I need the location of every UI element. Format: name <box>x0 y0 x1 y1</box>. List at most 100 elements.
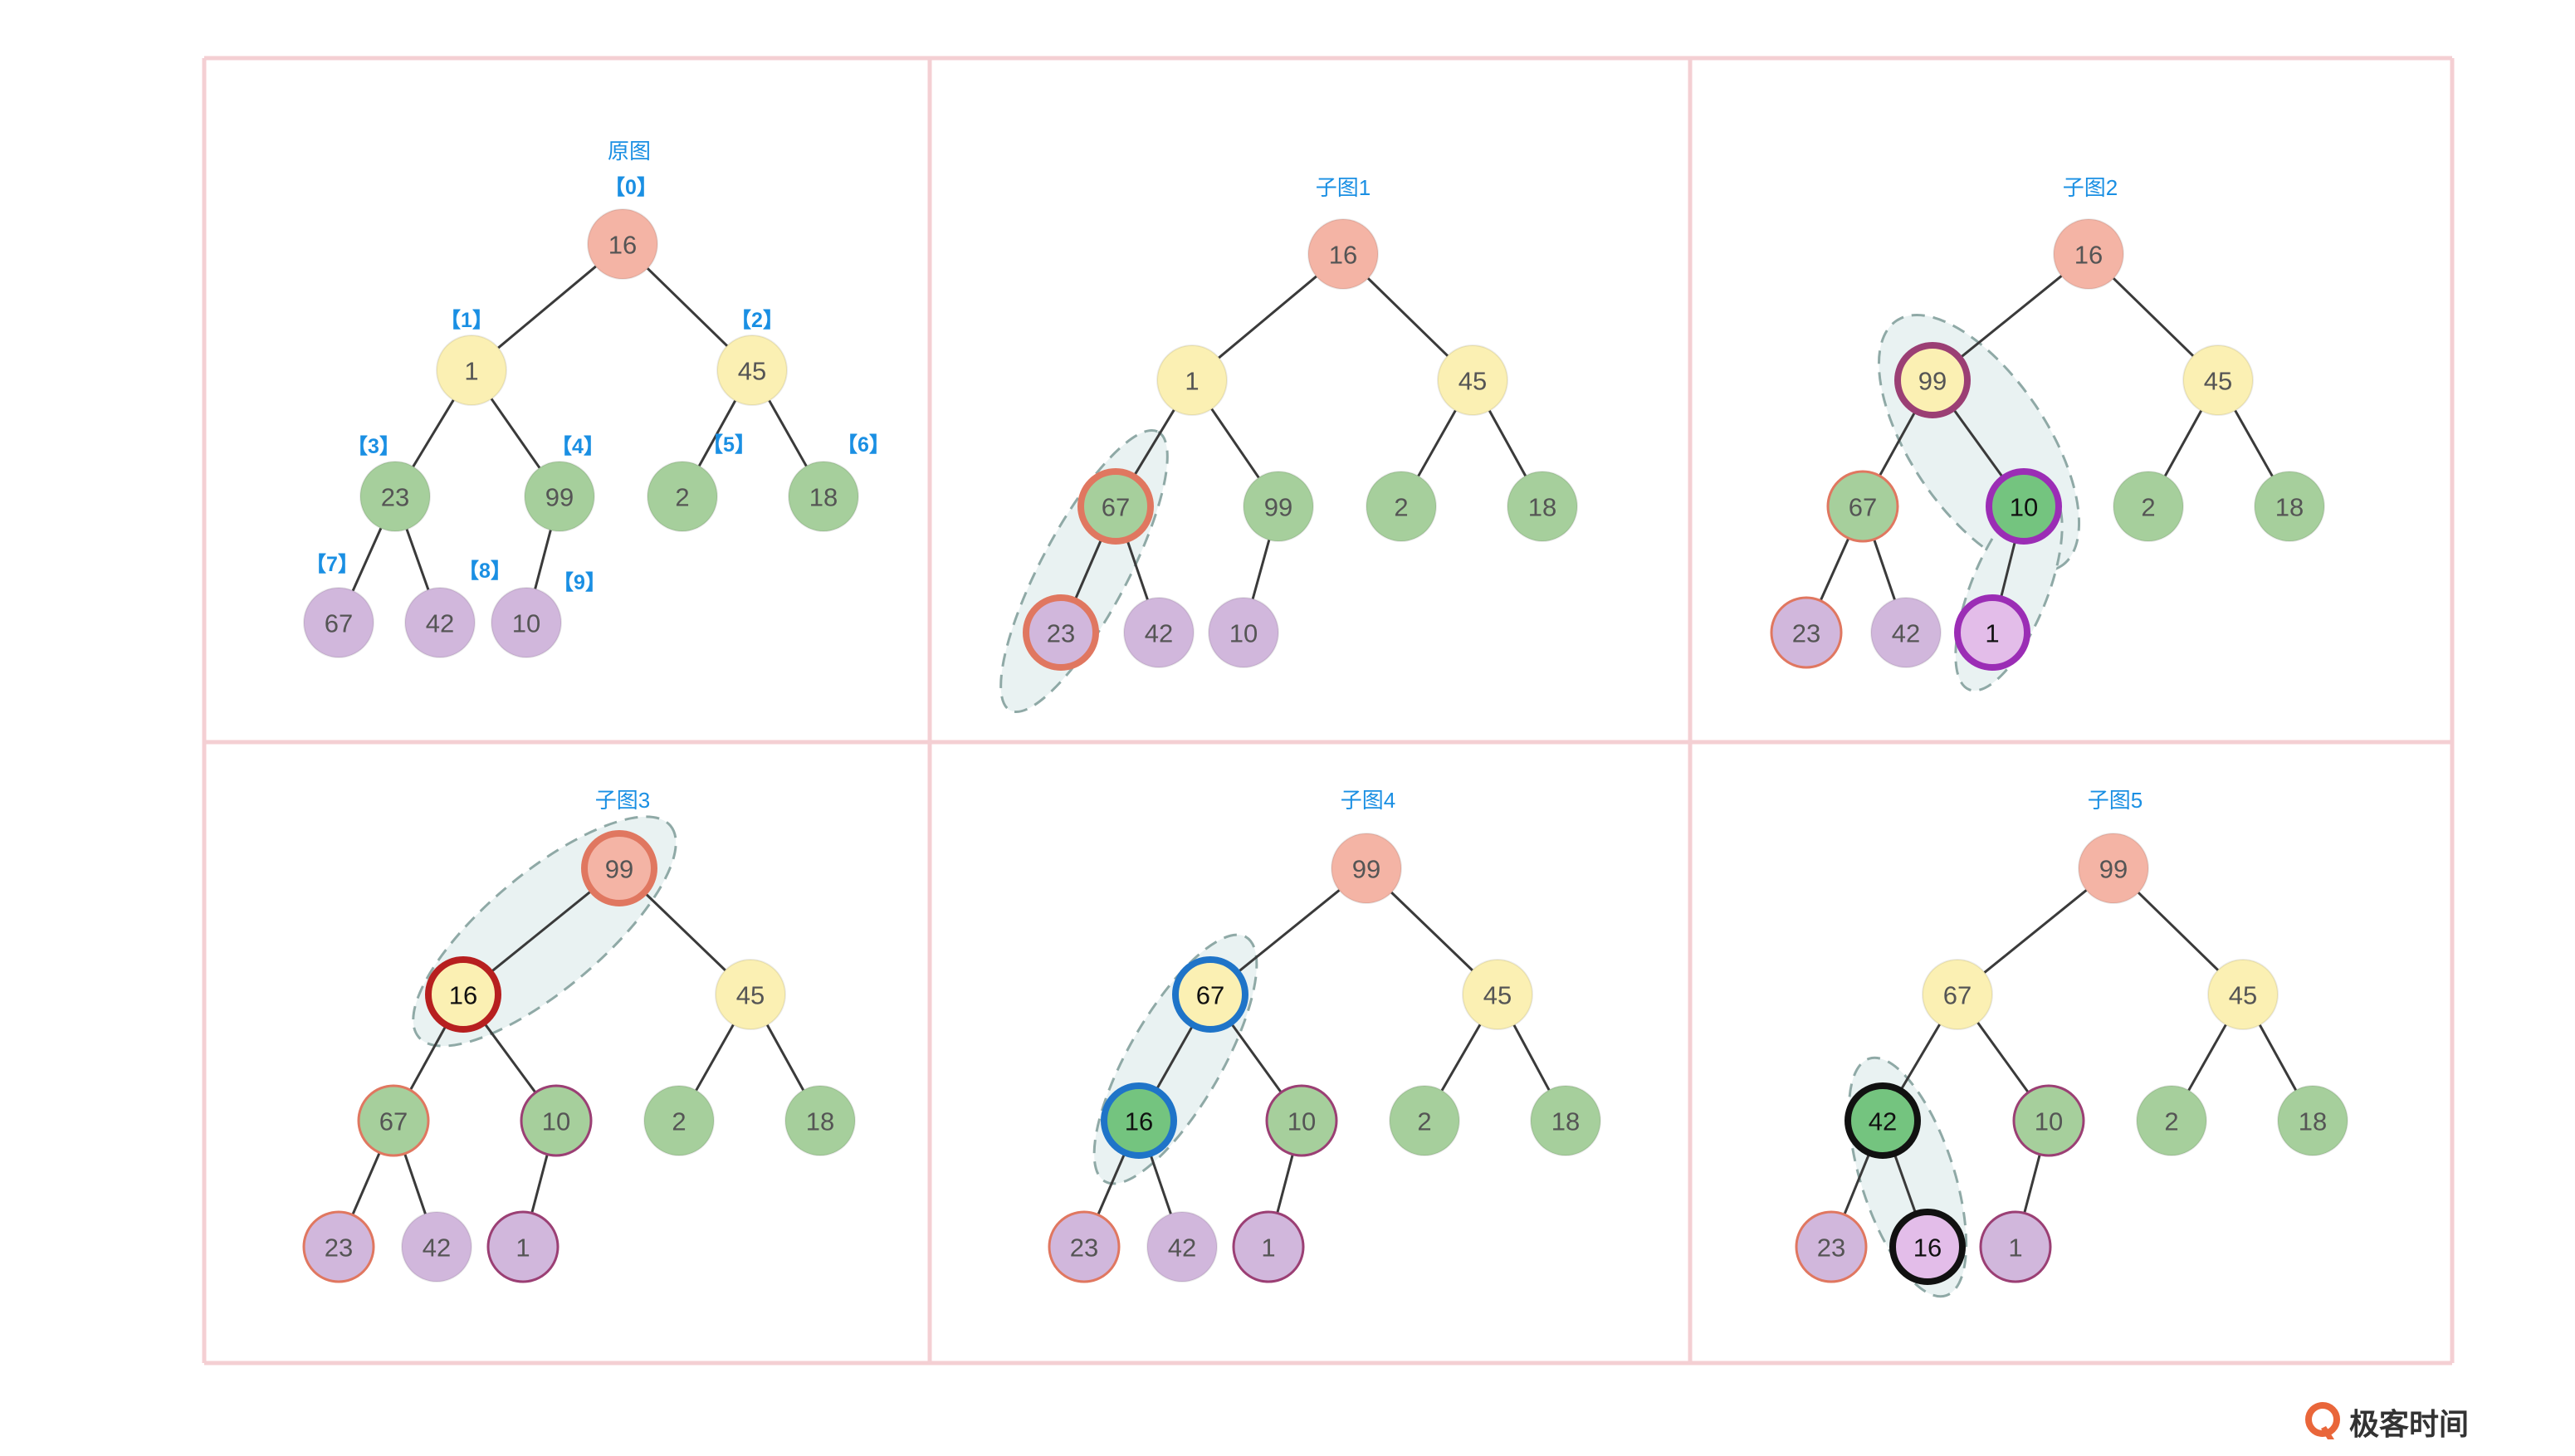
heap-node: 16 <box>1889 1209 1966 1285</box>
node-circle <box>425 956 501 1033</box>
node-value: 2 <box>1394 493 1408 522</box>
node-value: 23 <box>381 483 409 512</box>
heap-node: 16 <box>2053 218 2124 290</box>
node-circle <box>1507 471 1578 542</box>
node-value: 99 <box>545 483 574 512</box>
tree-edge <box>1512 1024 1551 1091</box>
tree-edge <box>1390 892 1473 971</box>
heap-node: 23 【3】 <box>347 435 431 532</box>
node-value: 23 <box>1070 1234 1098 1263</box>
heap-node: 2 <box>643 1085 715 1156</box>
heap-node: 42 <box>1146 1211 1218 1283</box>
node-circle <box>1770 596 1843 669</box>
heap-node: 10 <box>1208 597 1279 668</box>
heap-node: 42 <box>1845 1082 1921 1159</box>
node-value: 10 <box>512 609 540 638</box>
node-circle <box>581 830 657 906</box>
node-value: 16 <box>1913 1234 1942 1263</box>
node-value: 2 <box>2164 1107 2178 1136</box>
node-value: 67 <box>325 609 353 638</box>
node-value: 10 <box>542 1107 570 1136</box>
node-circle <box>715 959 786 1030</box>
node-circle <box>1048 1210 1121 1283</box>
node-value: 18 <box>806 1107 834 1136</box>
heap-node: 10 <box>1265 1084 1338 1157</box>
heap-node: 10 <box>520 1084 593 1157</box>
node-value: 23 <box>325 1234 353 1263</box>
node-circle <box>357 1084 430 1157</box>
heap-node: 16 <box>425 956 501 1033</box>
node-value: 99 <box>1264 493 1292 522</box>
tree-edge <box>351 1151 381 1216</box>
panel-title: 子图3 <box>595 788 650 813</box>
node-value: 42 <box>1892 619 1920 648</box>
node-value: 42 <box>423 1234 451 1263</box>
node-value: 67 <box>1943 981 1972 1010</box>
node-circle <box>1889 1209 1966 1285</box>
tree-edge <box>1132 409 1175 477</box>
heap-node: 67 <box>1172 956 1248 1033</box>
node-circle <box>1243 471 1314 542</box>
highlight-ellipse-subgraph4 <box>1092 933 1258 1185</box>
heap-node: 99 <box>1894 342 1971 418</box>
panel-title: 子图1 <box>1316 175 1371 200</box>
heap-node: 67 <box>357 1084 430 1157</box>
heap-node: 1 <box>1156 344 1228 416</box>
node-circle <box>587 208 658 280</box>
heap-node: 99 <box>1243 471 1314 542</box>
heap-node: 2 <box>2113 471 2184 542</box>
node-circle <box>1530 1085 1601 1156</box>
tree-edge <box>1983 889 2088 974</box>
node-value: 45 <box>736 981 765 1010</box>
node-circle <box>1208 597 1279 668</box>
node-circle <box>1979 1210 2052 1283</box>
tree-edge <box>1873 539 1896 600</box>
tree-edge <box>405 529 430 590</box>
node-circle <box>1023 594 1099 671</box>
node-circle <box>2053 218 2124 290</box>
node-value: 45 <box>2229 981 2257 1010</box>
heap-node: 45 <box>715 959 786 1030</box>
tree-edge <box>530 1154 549 1214</box>
node-value: 18 <box>1551 1107 1580 1136</box>
grid-border <box>202 56 2455 1366</box>
heap-node: 16【0】 <box>587 176 658 280</box>
heap-node: 45 <box>1437 344 1508 416</box>
node-value: 18 <box>809 483 838 512</box>
tree-edge <box>1251 540 1271 599</box>
node-value: 1 <box>464 357 478 386</box>
heap-node: 2 <box>1389 1085 1460 1156</box>
node-value: 1 <box>2008 1234 2022 1263</box>
node-circle <box>784 1085 856 1156</box>
heap-node: 67 【7】 <box>303 553 374 658</box>
tree-edge <box>1149 1153 1172 1214</box>
node-circle <box>2113 471 2184 542</box>
geekbang-logo-icon <box>2304 1402 2340 1439</box>
tree-edge <box>2187 1024 2227 1092</box>
heap-node: 45 <box>2207 959 2279 1030</box>
tree-edge <box>2234 409 2274 477</box>
node-value: 45 <box>2204 367 2232 396</box>
node-circle <box>2207 959 2279 1030</box>
node-value: 67 <box>379 1107 408 1136</box>
heap-node: 99 <box>2078 833 2149 904</box>
node-circle <box>1307 218 1379 290</box>
node-circle <box>1077 468 1154 545</box>
node-circle <box>643 1085 715 1156</box>
node-circle <box>1894 342 1971 418</box>
node-value: 45 <box>738 357 766 386</box>
node-circle <box>401 1211 472 1283</box>
node-value: 18 <box>2299 1107 2327 1136</box>
node-circle <box>404 587 476 658</box>
node-index-label: 【7】 <box>305 553 359 576</box>
node-circle <box>1232 1210 1305 1283</box>
heap-node: 1 <box>486 1210 559 1283</box>
node-value: 99 <box>2099 855 2128 884</box>
node-index-label: 【3】 <box>347 435 400 458</box>
node-circle <box>1123 597 1195 668</box>
node-circle <box>1366 471 1437 542</box>
node-value: 42 <box>1168 1234 1196 1263</box>
node-value: 10 <box>2010 493 2038 522</box>
tree-edge <box>2164 410 2202 476</box>
